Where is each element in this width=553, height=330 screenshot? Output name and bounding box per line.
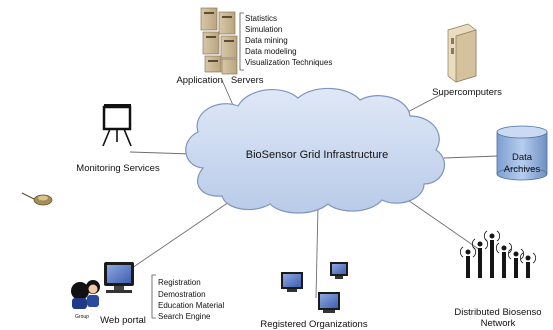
portal-service-item: Education Material bbox=[158, 301, 224, 310]
supercomputers-label: Supercomputers bbox=[432, 87, 502, 98]
connector-biosensor-network bbox=[401, 195, 481, 251]
connector-lines bbox=[129, 79, 499, 299]
web-portal-node: Group Registration Demostration Educatio… bbox=[71, 262, 224, 326]
data-archives-label-line2: Archives bbox=[504, 164, 541, 175]
data-archives-label-line1: Data bbox=[512, 152, 533, 163]
data-archives-node: Data Archives bbox=[496, 125, 548, 181]
biosensor-network-node: Distributed Biosenso Network bbox=[454, 230, 542, 329]
easel-board-icon bbox=[102, 104, 132, 147]
grid-cloud: BioSensor Grid Infrastructure bbox=[185, 87, 446, 214]
web-portal-label: Web portal bbox=[100, 315, 146, 326]
connector-monitoring bbox=[129, 151, 193, 155]
services-bracket bbox=[239, 12, 244, 71]
connector-data-archives bbox=[443, 155, 499, 159]
computer-cluster-icon bbox=[281, 262, 348, 313]
server-rack-icon bbox=[200, 7, 238, 75]
monitoring-services-label: Monitoring Services bbox=[76, 163, 160, 174]
database-cylinder-icon bbox=[496, 125, 548, 181]
service-item: Visualization Techniques bbox=[245, 58, 332, 67]
portal-services-bracket bbox=[151, 274, 156, 319]
monitoring-services-node: Monitoring Services bbox=[76, 104, 160, 174]
registered-organizations-node: Registered Organizations bbox=[260, 262, 368, 330]
service-item: Statistics bbox=[245, 14, 277, 23]
application-servers-label: Application Servers bbox=[176, 75, 263, 86]
portal-service-item: Search Engine bbox=[158, 312, 211, 321]
service-item: Data modeling bbox=[245, 47, 297, 56]
supercomputers-node: Supercomputers bbox=[432, 23, 502, 98]
connector-web-portal bbox=[131, 199, 233, 269]
monitor-icon bbox=[104, 262, 134, 293]
portal-service-item: Registration bbox=[158, 278, 201, 287]
biosensor-network-label-line2: Network bbox=[481, 318, 516, 329]
supercomputer-icon bbox=[447, 23, 477, 83]
service-item: Simulation bbox=[245, 25, 282, 34]
antenna-towers-icon bbox=[459, 230, 537, 278]
user-group-icon bbox=[71, 280, 100, 309]
application-servers-node: Statistics Simulation Data mining Data m… bbox=[176, 7, 332, 86]
group-tag: Group bbox=[75, 314, 89, 320]
portal-service-item: Demostration bbox=[158, 290, 206, 299]
connector-registered-orgs bbox=[315, 205, 319, 299]
biosensor-device-icon bbox=[21, 192, 53, 206]
service-item: Data mining bbox=[245, 36, 288, 45]
biosensor-network-label-line1: Distributed Biosenso bbox=[454, 307, 541, 318]
center-label: BioSensor Grid Infrastructure bbox=[246, 149, 388, 161]
registered-organizations-label: Registered Organizations bbox=[260, 319, 367, 330]
